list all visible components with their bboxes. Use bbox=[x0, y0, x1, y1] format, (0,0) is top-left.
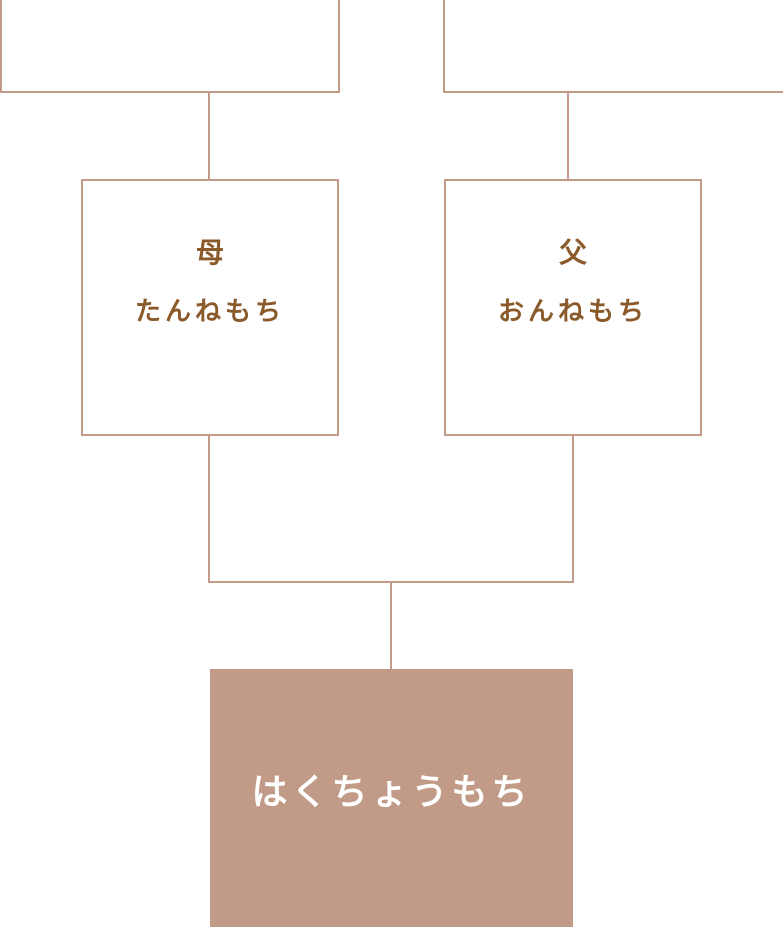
father-box: 父 おんねもち bbox=[444, 179, 702, 436]
child-name: はくちょうもち bbox=[251, 772, 532, 813]
connector-left-top bbox=[208, 92, 210, 181]
connector-father-down bbox=[572, 435, 574, 583]
mother-box: 母 たんねもち bbox=[81, 179, 339, 436]
mother-relation: 母 bbox=[195, 236, 224, 269]
child-box: はくちょうもち bbox=[210, 669, 573, 927]
connector-child bbox=[390, 582, 392, 670]
grandparent-box-right bbox=[443, 0, 783, 93]
mother-name: たんねもち bbox=[134, 297, 285, 327]
grandparent-box-left bbox=[0, 0, 340, 93]
father-name: おんねもち bbox=[497, 297, 648, 327]
connector-mother-down bbox=[208, 435, 210, 583]
father-relation: 父 bbox=[558, 236, 587, 269]
connector-right-top bbox=[567, 92, 569, 181]
